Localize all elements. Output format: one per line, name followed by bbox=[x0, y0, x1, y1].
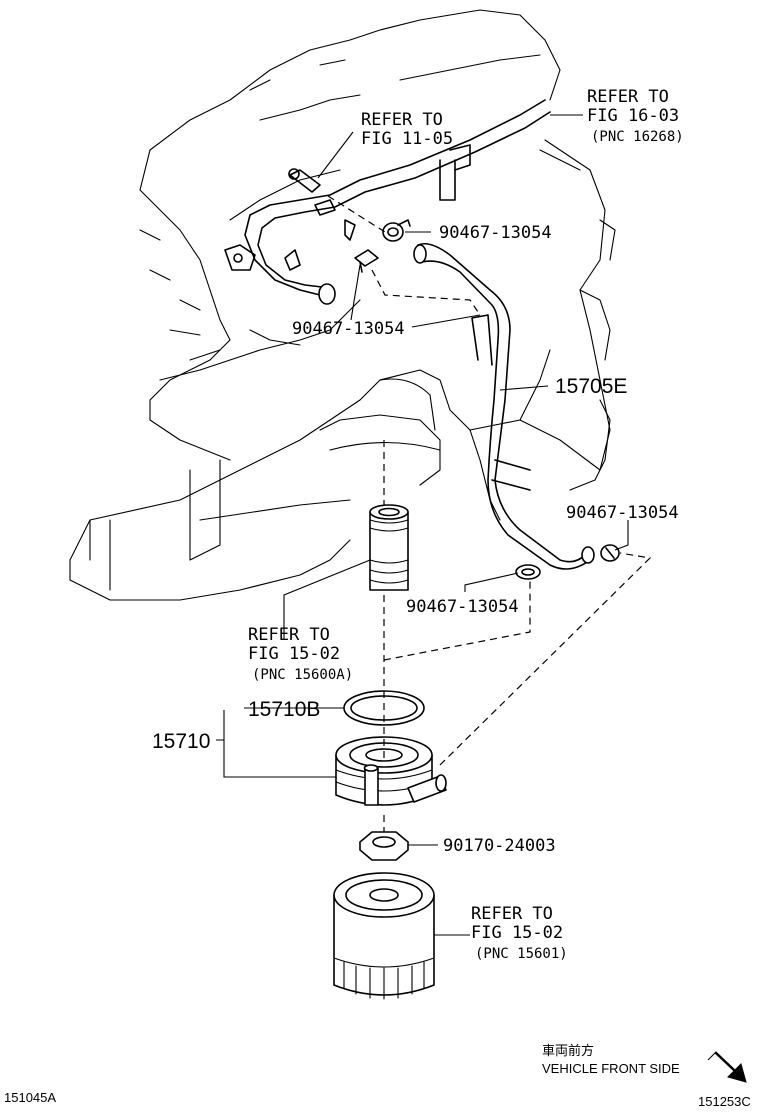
direction-label-english: VEHICLE FRONT SIDE bbox=[542, 1061, 680, 1076]
ref-fig-15-02-bolt: REFER TO FIG 15-02 (PNC 15600A) bbox=[248, 625, 353, 683]
ref-line-1: REFER TO bbox=[248, 625, 330, 645]
union-bolt bbox=[369, 504, 409, 591]
ref-line-1: REFER TO bbox=[471, 904, 553, 924]
vehicle-front-indicator: 車両前方 VEHICLE FRONT SIDE bbox=[542, 1043, 747, 1083]
ref-pnc: (PNC 15600A) bbox=[252, 667, 353, 683]
ref-line-1: REFER TO bbox=[587, 87, 669, 107]
front-arrow-icon bbox=[707, 1051, 747, 1083]
part-number-gasket: 15710B bbox=[248, 698, 320, 721]
leader-lines bbox=[216, 114, 629, 936]
hose-fitting bbox=[288, 168, 321, 193]
part-number-hose: 15705E bbox=[555, 375, 627, 398]
hose-15705e bbox=[413, 242, 595, 570]
oil-filter bbox=[333, 872, 435, 1000]
nut bbox=[359, 831, 409, 861]
part-number-clamp-lower: 90467-13054 bbox=[406, 597, 519, 617]
oil-cooler bbox=[335, 736, 447, 806]
assembly-lines bbox=[327, 195, 652, 832]
clamp-upper-right bbox=[382, 219, 411, 242]
engine-block-outline bbox=[69, 9, 616, 601]
illustration-code-left: 151045A bbox=[4, 1090, 56, 1105]
ref-fig-15-02-filter: REFER TO FIG 15-02 (PNC 15601) bbox=[471, 904, 568, 962]
ref-line-2: FIG 15-02 bbox=[248, 644, 340, 664]
clamp-lower bbox=[515, 564, 541, 580]
ref-pnc: (PNC 16268) bbox=[591, 129, 684, 145]
clamp-right bbox=[600, 544, 620, 562]
water-pipe bbox=[224, 99, 551, 305]
ref-line-2: FIG 15-02 bbox=[471, 923, 563, 943]
ref-fig-16-03: REFER TO FIG 16-03 (PNC 16268) bbox=[587, 87, 684, 145]
part-number-clamp-right: 90467-13054 bbox=[566, 503, 679, 523]
part-number-clamp-upper-left: 90467-13054 bbox=[292, 319, 405, 339]
ref-line-2: FIG 16-03 bbox=[587, 106, 679, 126]
part-number-nut: 90170-24003 bbox=[443, 836, 556, 856]
part-number-cooler-assy: 15710 bbox=[152, 730, 210, 753]
ref-line-1: REFER TO bbox=[361, 110, 443, 130]
direction-label-japanese: 車両前方 bbox=[542, 1043, 594, 1058]
part-number-clamp-upper-right: 90467-13054 bbox=[439, 223, 552, 243]
clamp-upper-left bbox=[354, 249, 379, 273]
ref-pnc: (PNC 15601) bbox=[475, 946, 568, 962]
illustration-code-right: 151253C bbox=[698, 1094, 751, 1109]
ref-fig-11-05: REFER TO FIG 11-05 bbox=[361, 110, 453, 149]
ref-line-2: FIG 11-05 bbox=[361, 129, 453, 149]
